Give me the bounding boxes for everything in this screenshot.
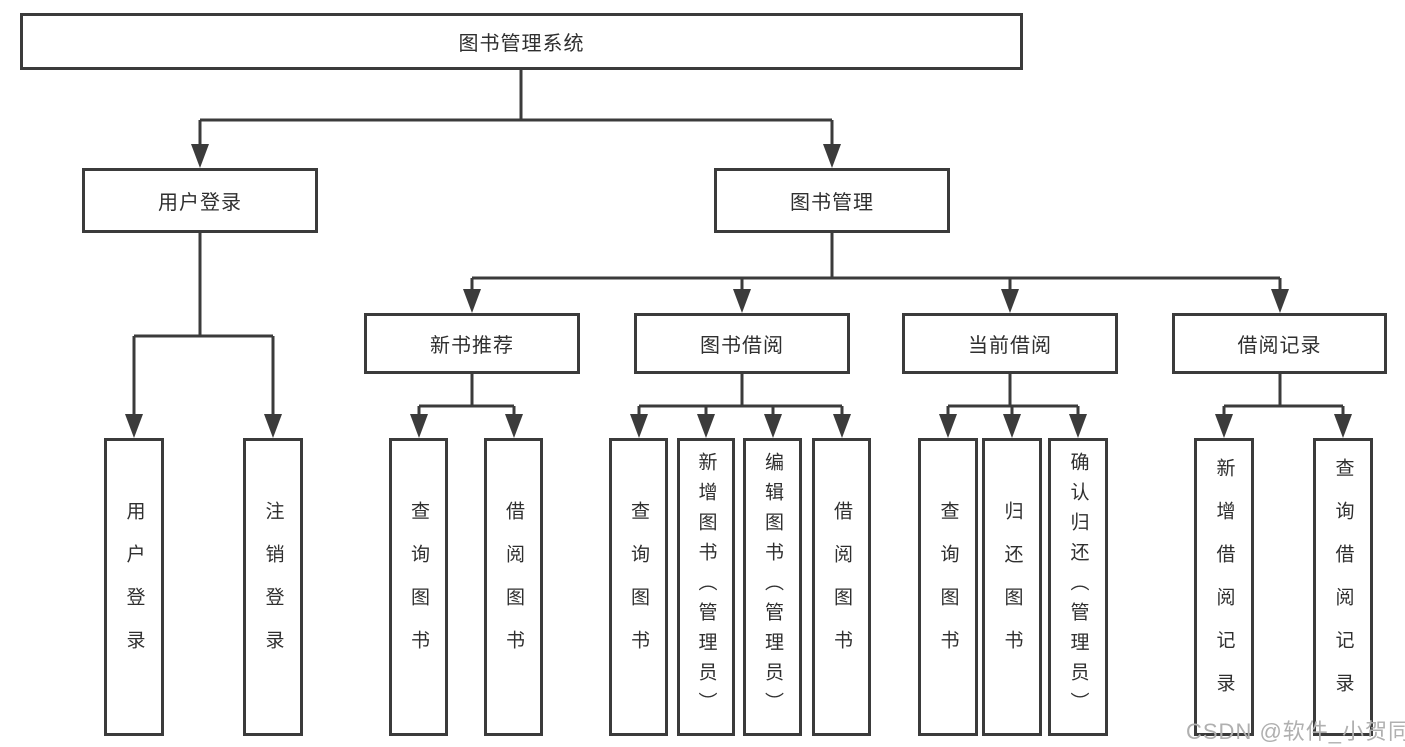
node-label: 归还图书	[1001, 501, 1023, 673]
node-label: 确认归还（管理员）	[1067, 452, 1089, 722]
watermark: CSDN @软件_小贺同学	[1186, 719, 1405, 744]
node-book-borrowing: 图书借阅	[634, 313, 850, 374]
node-library-management-system: 图书管理系统	[20, 13, 1023, 70]
node-borrow-records: 借阅记录	[1172, 313, 1387, 374]
node-query-books-recommend: 查询图书	[389, 438, 448, 736]
node-label: 新书推荐	[430, 335, 514, 357]
node-user-login: 用户登录	[82, 168, 318, 233]
node-confirm-return-admin: 确认归还（管理员）	[1048, 438, 1108, 736]
node-label: 用户登录	[123, 501, 145, 673]
node-query-books-borrowing: 查询图书	[609, 438, 668, 736]
node-label: 查询图书	[937, 501, 959, 673]
node-add-book-admin: 新增图书（管理员）	[677, 438, 735, 736]
node-label: 查询图书	[408, 501, 429, 673]
node-current-borrowing: 当前借阅	[902, 313, 1118, 374]
node-label: 编辑图书（管理员）	[762, 452, 783, 722]
node-label: 用户登录	[158, 192, 242, 214]
node-query-books-current: 查询图书	[918, 438, 978, 736]
node-label: 查询图书	[628, 501, 649, 673]
node-add-borrow-record: 新增借阅记录	[1194, 438, 1254, 736]
node-new-book-recommend: 新书推荐	[364, 313, 580, 374]
node-label: 新增图书（管理员）	[695, 452, 717, 722]
node-label: 图书管理系统	[458, 33, 585, 55]
node-borrow-books-leaf: 借阅图书	[812, 438, 871, 736]
node-label: 借阅图书	[503, 501, 524, 673]
node-logout: 注销登录	[243, 438, 303, 736]
node-label: 借阅图书	[831, 501, 852, 673]
node-label: 注销登录	[262, 501, 284, 673]
node-borrow-books-recommend: 借阅图书	[484, 438, 543, 736]
node-user-login-leaf: 用户登录	[104, 438, 164, 736]
node-label: 借阅记录	[1237, 335, 1322, 357]
node-label: 当前借阅	[968, 335, 1052, 357]
node-edit-book-admin: 编辑图书（管理员）	[743, 438, 802, 736]
node-query-borrow-record: 查询借阅记录	[1313, 438, 1373, 736]
node-label: 图书借阅	[700, 335, 784, 357]
node-book-management: 图书管理	[714, 168, 950, 233]
node-return-book: 归还图书	[982, 438, 1042, 736]
node-label: 查询借阅记录	[1332, 458, 1354, 716]
node-label: 图书管理	[790, 192, 874, 214]
node-label: 新增借阅记录	[1213, 458, 1235, 716]
